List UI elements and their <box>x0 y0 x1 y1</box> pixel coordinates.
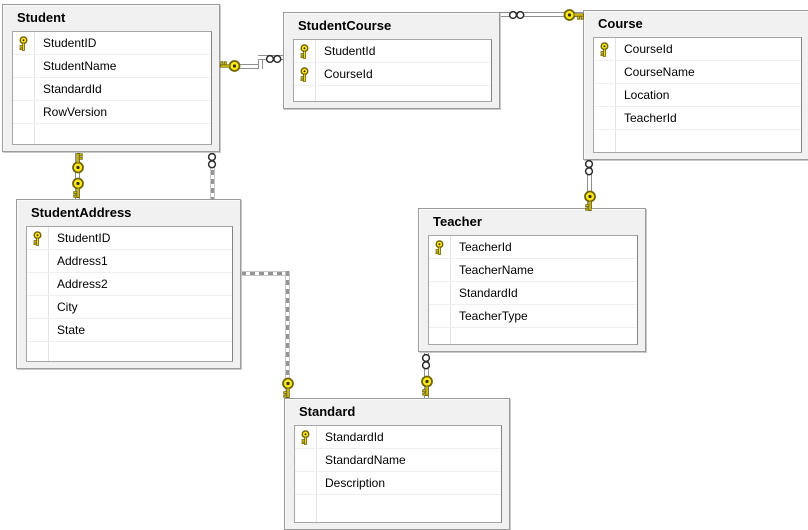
column-row[interactable]: CourseName <box>594 61 801 84</box>
column-row[interactable]: Location <box>594 84 801 107</box>
column-row[interactable]: StudentName <box>13 55 211 78</box>
table-node-studentaddress[interactable]: StudentAddress StudentID Address1 Addres… <box>16 199 241 369</box>
relationship-line-segment[interactable] <box>238 64 263 69</box>
one-end-key-icon <box>219 60 241 72</box>
column-list: StandardId StandardName Description <box>294 425 502 523</box>
column-row[interactable]: Address1 <box>27 250 232 273</box>
table-node-teacher[interactable]: Teacher TeacherId TeacherName StandardId… <box>418 208 646 352</box>
one-end-key-icon <box>72 152 84 174</box>
one-end-key-icon <box>584 190 596 212</box>
column-row[interactable]: CourseId <box>294 63 491 86</box>
column-row[interactable]: TeacherId <box>594 107 801 130</box>
column-name: StudentId <box>324 44 376 58</box>
many-end-infinity-icon <box>508 10 525 20</box>
column-name: CourseId <box>624 42 673 56</box>
column-name: TeacherId <box>459 240 512 254</box>
column-row[interactable]: TeacherType <box>429 305 637 328</box>
column-name: City <box>57 300 78 314</box>
table-node-studentcourse[interactable]: StudentCourse StudentId CourseId <box>283 12 500 109</box>
column-list: StudentId CourseId <box>293 39 492 102</box>
primary-key-icon <box>300 44 309 59</box>
primary-key-icon <box>600 42 609 57</box>
primary-key-icon <box>300 67 309 82</box>
column-name: Location <box>624 88 670 102</box>
table-node-standard[interactable]: Standard StandardId StandardName Descrip… <box>284 398 510 530</box>
column-list: StudentID Address1 Address2 City State <box>26 226 233 362</box>
column-name: TeacherName <box>459 263 534 277</box>
column-name: StandardId <box>43 82 102 96</box>
relationship-line-segment[interactable] <box>587 158 592 208</box>
column-name: StandardId <box>459 286 518 300</box>
column-row[interactable]: TeacherId <box>429 236 637 259</box>
column-row[interactable]: Description <box>295 472 501 495</box>
table-title[interactable]: StudentAddress <box>31 205 132 220</box>
one-end-key-icon <box>72 177 84 199</box>
column-name: CourseName <box>624 65 695 79</box>
relationship-line-segment[interactable] <box>241 271 290 276</box>
many-end-infinity-icon <box>421 353 431 370</box>
column-name: TeacherType <box>459 309 528 323</box>
primary-key-icon <box>33 231 42 246</box>
relationship-line-segment[interactable] <box>424 352 429 399</box>
column-name: StandardId <box>325 430 384 444</box>
column-row[interactable]: State <box>27 319 232 342</box>
table-title[interactable]: Standard <box>299 404 356 419</box>
column-row[interactable]: StandardId <box>13 78 211 101</box>
column-name: StandardName <box>325 453 406 467</box>
table-node-student[interactable]: Student StudentID StudentName StandardId… <box>2 4 220 152</box>
column-row[interactable]: RowVersion <box>13 101 211 124</box>
column-name: Address2 <box>57 277 108 291</box>
column-name: State <box>57 323 86 337</box>
column-name: Address1 <box>57 254 108 268</box>
column-name: RowVersion <box>43 105 108 119</box>
primary-key-icon <box>301 430 310 445</box>
column-row[interactable]: StudentID <box>13 32 211 55</box>
column-list: StudentID StudentName StandardId RowVers… <box>12 31 212 145</box>
column-row[interactable]: StudentID <box>27 227 232 250</box>
column-name: Description <box>325 476 386 490</box>
column-name: TeacherId <box>624 111 677 125</box>
relationship-line-segment[interactable] <box>285 271 290 399</box>
primary-key-icon <box>19 36 28 51</box>
one-end-key-icon <box>563 9 585 21</box>
column-row[interactable]: TeacherName <box>429 259 637 282</box>
primary-key-icon <box>435 240 444 255</box>
table-node-course[interactable]: Course CourseId CourseName Location Teac… <box>583 10 808 160</box>
table-title[interactable]: StudentCourse <box>298 18 392 33</box>
many-end-infinity-icon <box>207 152 217 169</box>
relationship-line-segment[interactable] <box>258 55 263 69</box>
table-title[interactable]: Course <box>598 16 643 31</box>
one-end-key-icon <box>421 375 433 397</box>
table-title[interactable]: Student <box>17 10 66 25</box>
column-list: TeacherId TeacherName StandardId Teacher… <box>428 235 638 345</box>
column-row[interactable]: StandardId <box>295 426 501 449</box>
column-list: CourseId CourseName Location TeacherId <box>593 37 802 153</box>
relationship-line-segment[interactable] <box>210 152 215 199</box>
many-end-infinity-icon <box>584 159 594 176</box>
relationship-line-segment[interactable] <box>498 12 583 17</box>
column-row[interactable]: CourseId <box>594 38 801 61</box>
one-end-key-icon <box>282 377 294 399</box>
column-name: StudentID <box>43 36 97 50</box>
column-name: CourseId <box>324 67 373 81</box>
column-name: StudentID <box>57 231 111 245</box>
column-row[interactable]: City <box>27 296 232 319</box>
column-row[interactable]: Address2 <box>27 273 232 296</box>
relationship-line-segment[interactable] <box>75 152 80 200</box>
column-row[interactable]: StandardName <box>295 449 501 472</box>
table-title[interactable]: Teacher <box>433 214 482 229</box>
column-row[interactable]: StudentId <box>294 40 491 63</box>
column-name: StudentName <box>43 59 117 73</box>
column-row[interactable]: StandardId <box>429 282 637 305</box>
many-end-infinity-icon <box>265 54 282 64</box>
